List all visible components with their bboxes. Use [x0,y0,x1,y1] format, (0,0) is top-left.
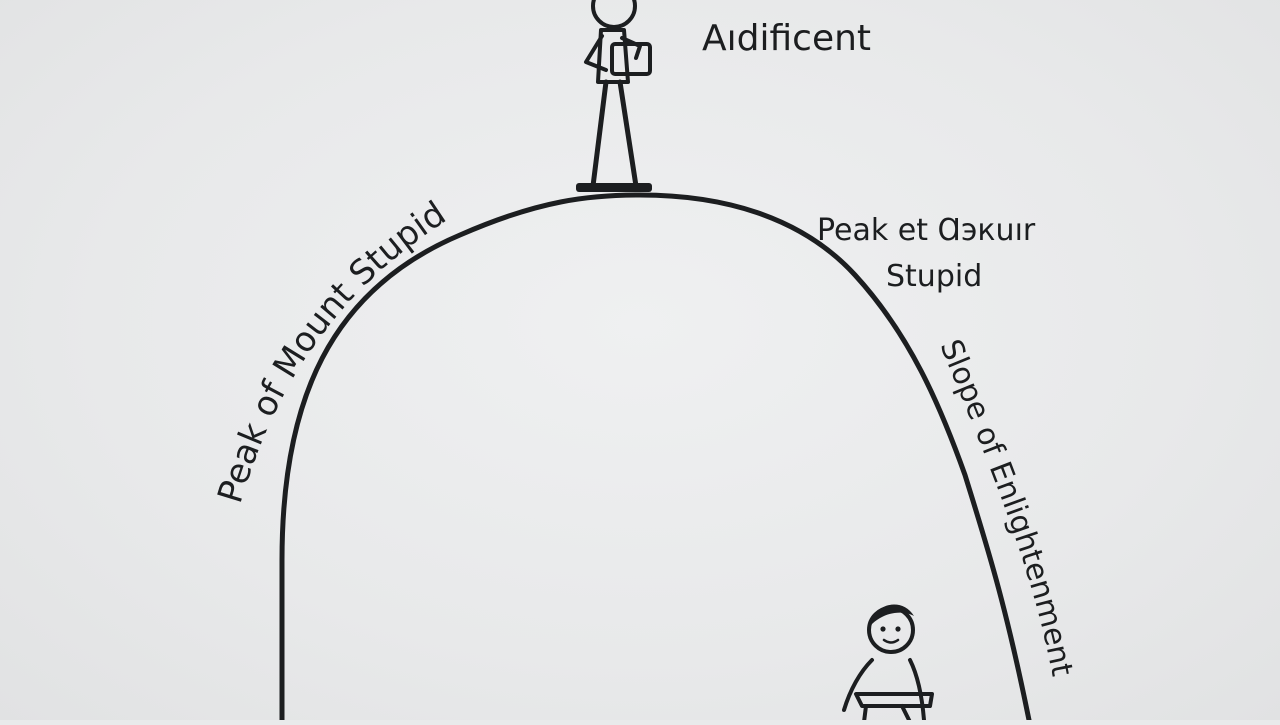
figure-body [596,28,630,84]
figure-left-arm [584,34,608,72]
figure-body [842,658,926,722]
figure-eye-right [895,626,901,632]
figure-mouth [882,638,900,644]
bottom-stick-figure [842,604,934,724]
figure-book [610,42,652,76]
figure-head [591,0,637,29]
top-stick-figure [576,0,652,192]
figure-head [867,606,915,654]
figure-legs [862,704,912,724]
right-peak-label-line2: Stupid [886,259,982,294]
slope-label-path: Slope of Enlightenment [933,335,1080,680]
right-peak-label-line1: Peak et Ɑэкuır [817,213,1036,248]
slope-label: Slope of Enlightenment [933,335,1080,680]
curve-left-label-path: Peak of Mount Stupid [210,194,453,508]
figure-arms-book [854,692,934,708]
mount-stupid-curve [279,192,1033,725]
figure-legs [590,79,639,189]
top-right-label: Aıdificent [702,18,871,59]
curve-left-label: Peak of Mount Stupid [210,194,453,508]
figure-base [576,183,652,192]
figure-eye-left [880,626,886,632]
